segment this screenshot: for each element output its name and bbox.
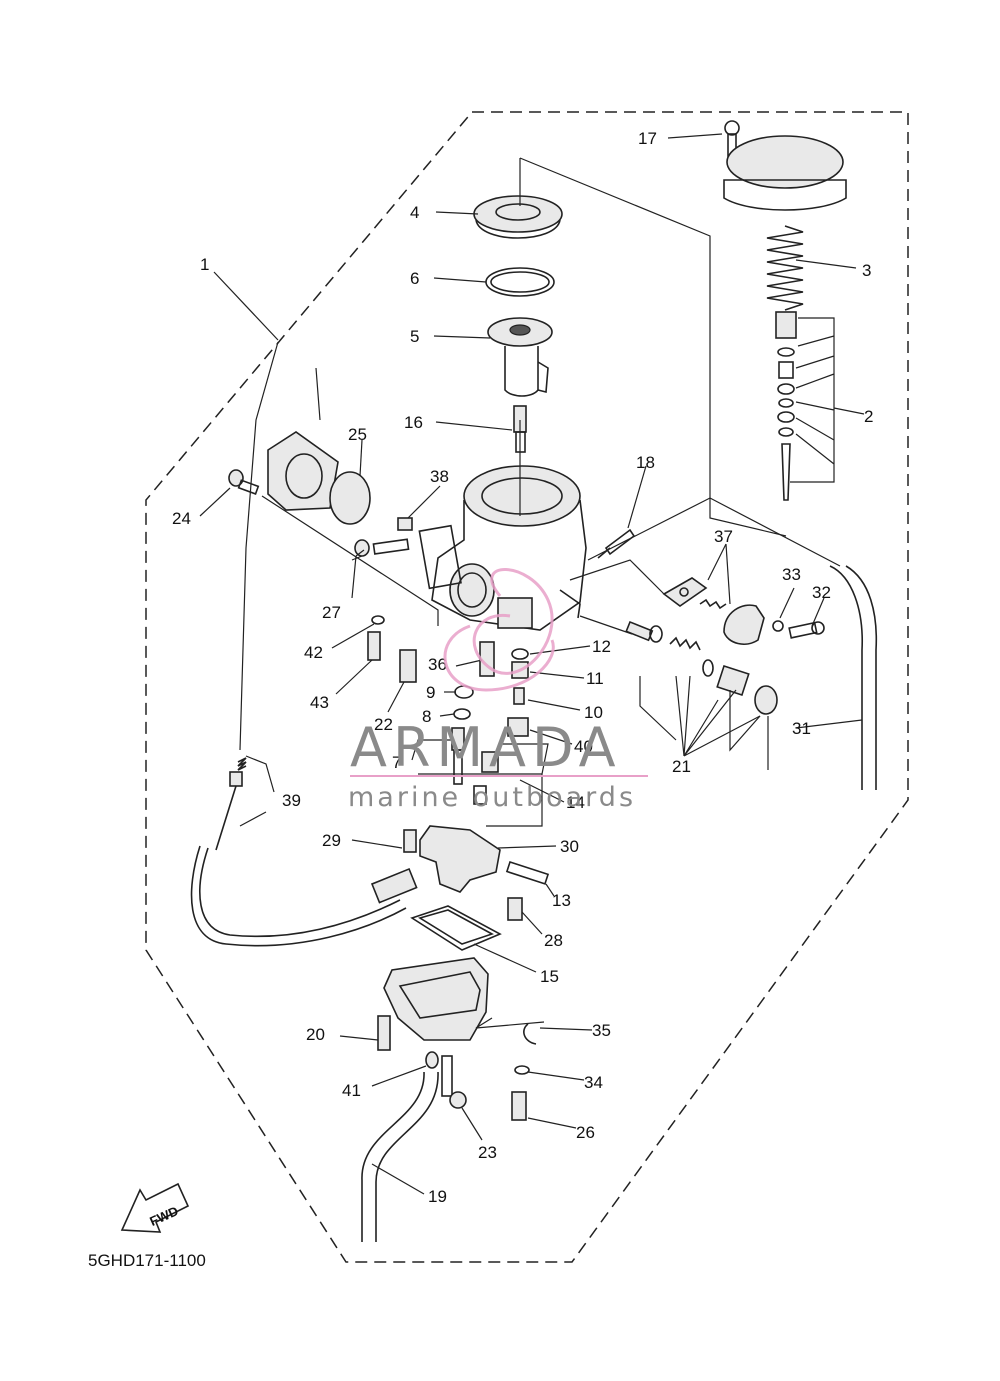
callout-24: 24 <box>172 509 191 528</box>
callout-30: 30 <box>560 837 579 856</box>
assembly-boundary <box>145 111 909 1263</box>
callout-16: 16 <box>404 413 423 432</box>
part-plug-22 <box>399 649 417 683</box>
part-float-bowl <box>377 957 489 1109</box>
part-clip-35 <box>523 1023 537 1045</box>
callout-31: 31 <box>792 719 811 738</box>
part-spring <box>766 225 804 311</box>
callout-27: 27 <box>322 603 341 622</box>
callout-37: 37 <box>714 527 733 546</box>
part-pilot-screw-set <box>625 620 778 715</box>
part-throttle-screw <box>597 528 636 559</box>
part-jet-holder <box>513 405 527 453</box>
callout-14: 14 <box>566 793 585 812</box>
part-washer-42 <box>371 615 385 625</box>
fwd-label: FWD <box>147 1203 180 1229</box>
part-starter-group <box>662 577 825 645</box>
callout-42: 42 <box>304 643 323 662</box>
callout-26: 26 <box>576 1123 595 1142</box>
part-jet-10 <box>513 687 525 705</box>
callout-19: 19 <box>428 1187 447 1206</box>
part-jet-40 <box>507 717 529 737</box>
part-carburetor-body <box>418 465 587 631</box>
armada-watermark: ARMADA marine outboards <box>348 568 648 813</box>
callout-18: 18 <box>636 453 655 472</box>
callout-15: 15 <box>540 967 559 986</box>
callout-13: 13 <box>552 891 571 910</box>
part-screw-26 <box>511 1091 527 1121</box>
part-top-cover <box>723 135 847 211</box>
armada-logo-icon <box>443 568 555 692</box>
part-needle-set <box>775 311 797 501</box>
callout-21: 21 <box>672 757 691 776</box>
part-o-ring-large-inner <box>490 271 550 293</box>
part-drain-hose <box>361 1071 425 1242</box>
part-diaphragm-cap <box>473 195 563 239</box>
callout-1: 1 <box>200 255 209 274</box>
callout-17: 17 <box>638 129 657 148</box>
callout-20: 20 <box>306 1025 325 1044</box>
part-float-valve-set <box>451 727 499 805</box>
callout-34: 34 <box>584 1073 603 1092</box>
callout-2: 2 <box>864 407 873 426</box>
watermark-brand: ARMADA <box>350 716 622 779</box>
callout-10: 10 <box>584 703 603 722</box>
part-piston-valve <box>487 317 553 397</box>
callout-22: 22 <box>374 715 393 734</box>
callout-29: 29 <box>322 831 341 850</box>
part-hose-31 <box>829 565 864 790</box>
callout-39: 39 <box>282 791 301 810</box>
part-plug-38 <box>397 517 413 531</box>
watermark-tagline: marine outboards <box>348 782 636 813</box>
callout-43: 43 <box>310 693 329 712</box>
fwd-arrow-icon <box>120 1182 190 1233</box>
callout-38: 38 <box>430 467 449 486</box>
callout-25: 25 <box>348 425 367 444</box>
parts-layer <box>120 120 878 1242</box>
part-o-ring-12 <box>511 648 529 660</box>
callout-36: 36 <box>428 655 447 674</box>
part-screw-43 <box>367 631 381 661</box>
part-fitting-27 <box>354 538 410 557</box>
part-bolt-24 <box>228 469 260 495</box>
callout-4: 4 <box>410 203 419 222</box>
callout-28: 28 <box>544 931 563 950</box>
callout-3: 3 <box>862 261 871 280</box>
callout-23: 23 <box>478 1143 497 1162</box>
part-float-gasket <box>410 905 502 951</box>
callout-5: 5 <box>410 327 419 346</box>
part-throttle-cable <box>190 757 418 947</box>
callout-6: 6 <box>410 269 419 288</box>
callout-labels: 1 2 3 4 5 6 7 8 9 10 11 12 13 14 15 16 1… <box>88 129 873 1270</box>
callout-41: 41 <box>342 1081 361 1100</box>
part-intake-joint <box>267 431 371 525</box>
part-washer-34 <box>514 1065 530 1075</box>
callout-40: 40 <box>574 737 593 756</box>
callout-9: 9 <box>426 683 435 702</box>
callout-8: 8 <box>422 707 431 726</box>
callout-12: 12 <box>592 637 611 656</box>
part-float <box>403 825 550 921</box>
callout-33: 33 <box>782 565 801 584</box>
callout-32: 32 <box>812 583 831 602</box>
diagram-part-code: 5GHD171-1100 <box>88 1251 206 1270</box>
callout-7: 7 <box>392 753 401 772</box>
callout-11: 11 <box>586 669 604 688</box>
callout-35: 35 <box>592 1021 611 1040</box>
